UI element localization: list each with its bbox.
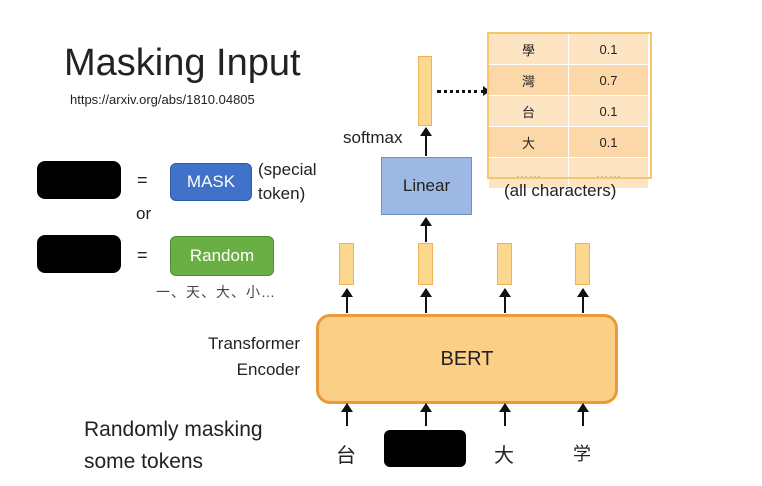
bert-encoder-box: BERT [316,314,618,404]
slide-title: Masking Input [64,42,301,84]
table-prob: 0.1 [568,95,649,127]
transformer-encoder-label: Transformer Encoder [170,331,300,383]
arrow-input-4 [577,403,589,426]
mask-token-pill: MASK [170,163,252,201]
table-prob: 0.7 [568,64,649,96]
table-prob: 0.1 [568,126,649,158]
arrow-bert-to-vector-3 [499,288,511,313]
arrow-bert-to-vector-4 [577,288,589,313]
arrow-input-2 [420,403,432,426]
dotted-arrow [437,90,485,93]
random-token-examples: 一、天、大、小… [156,284,276,300]
equals-sign: = [137,170,148,190]
output-vector-2 [418,243,433,285]
table-char: 台 [488,95,569,127]
input-token-3: 大 [494,445,514,467]
paper-url: https://arxiv.org/abs/1810.04805 [70,92,255,107]
input-token-masked [384,430,466,467]
transformer-label-line2: Encoder [236,360,300,379]
bottom-caption-line2: some tokens [84,450,204,473]
arrow-input-1 [341,403,353,426]
arrow-bert-to-vector-2 [420,288,432,313]
arrow-input-3 [499,403,511,426]
random-token-pill: Random [170,236,274,276]
table-char: 學 [488,33,569,65]
input-token-1: 台 [336,445,356,467]
linear-layer-box: Linear [381,157,472,215]
table-row: ………… [488,157,649,189]
bottom-caption: Randomly masking some tokens [84,414,263,478]
table-char: 灣 [488,64,569,96]
output-vector-4 [575,243,590,285]
softmax-output-vector [418,56,432,126]
arrow-linear-to-softmax [420,127,432,156]
arrow-vector-to-linear [420,217,432,242]
table-char: …… [488,157,569,189]
masked-token-box [37,161,121,199]
dotted-arrow-head [483,86,490,96]
table-char: 大 [488,126,569,158]
special-token-note-line2: token) [258,184,306,203]
masked-token-box-2 [37,235,121,273]
output-vector-1 [339,243,354,285]
output-vector-3 [497,243,512,285]
softmax-label: softmax [343,128,403,147]
special-token-note: (special token) [258,158,317,206]
special-token-note-line1: (special [258,160,317,179]
bottom-caption-line1: Randomly masking [84,418,263,441]
table-prob: 0.1 [568,33,649,65]
table-caption: (all characters) [504,181,617,200]
transformer-label-line1: Transformer [208,334,300,353]
input-token-4: 学 [573,444,591,464]
equals-sign-2: = [137,245,148,265]
arrow-bert-to-vector-1 [341,288,353,313]
or-label: or [136,204,152,223]
table-prob: …… [568,157,649,189]
